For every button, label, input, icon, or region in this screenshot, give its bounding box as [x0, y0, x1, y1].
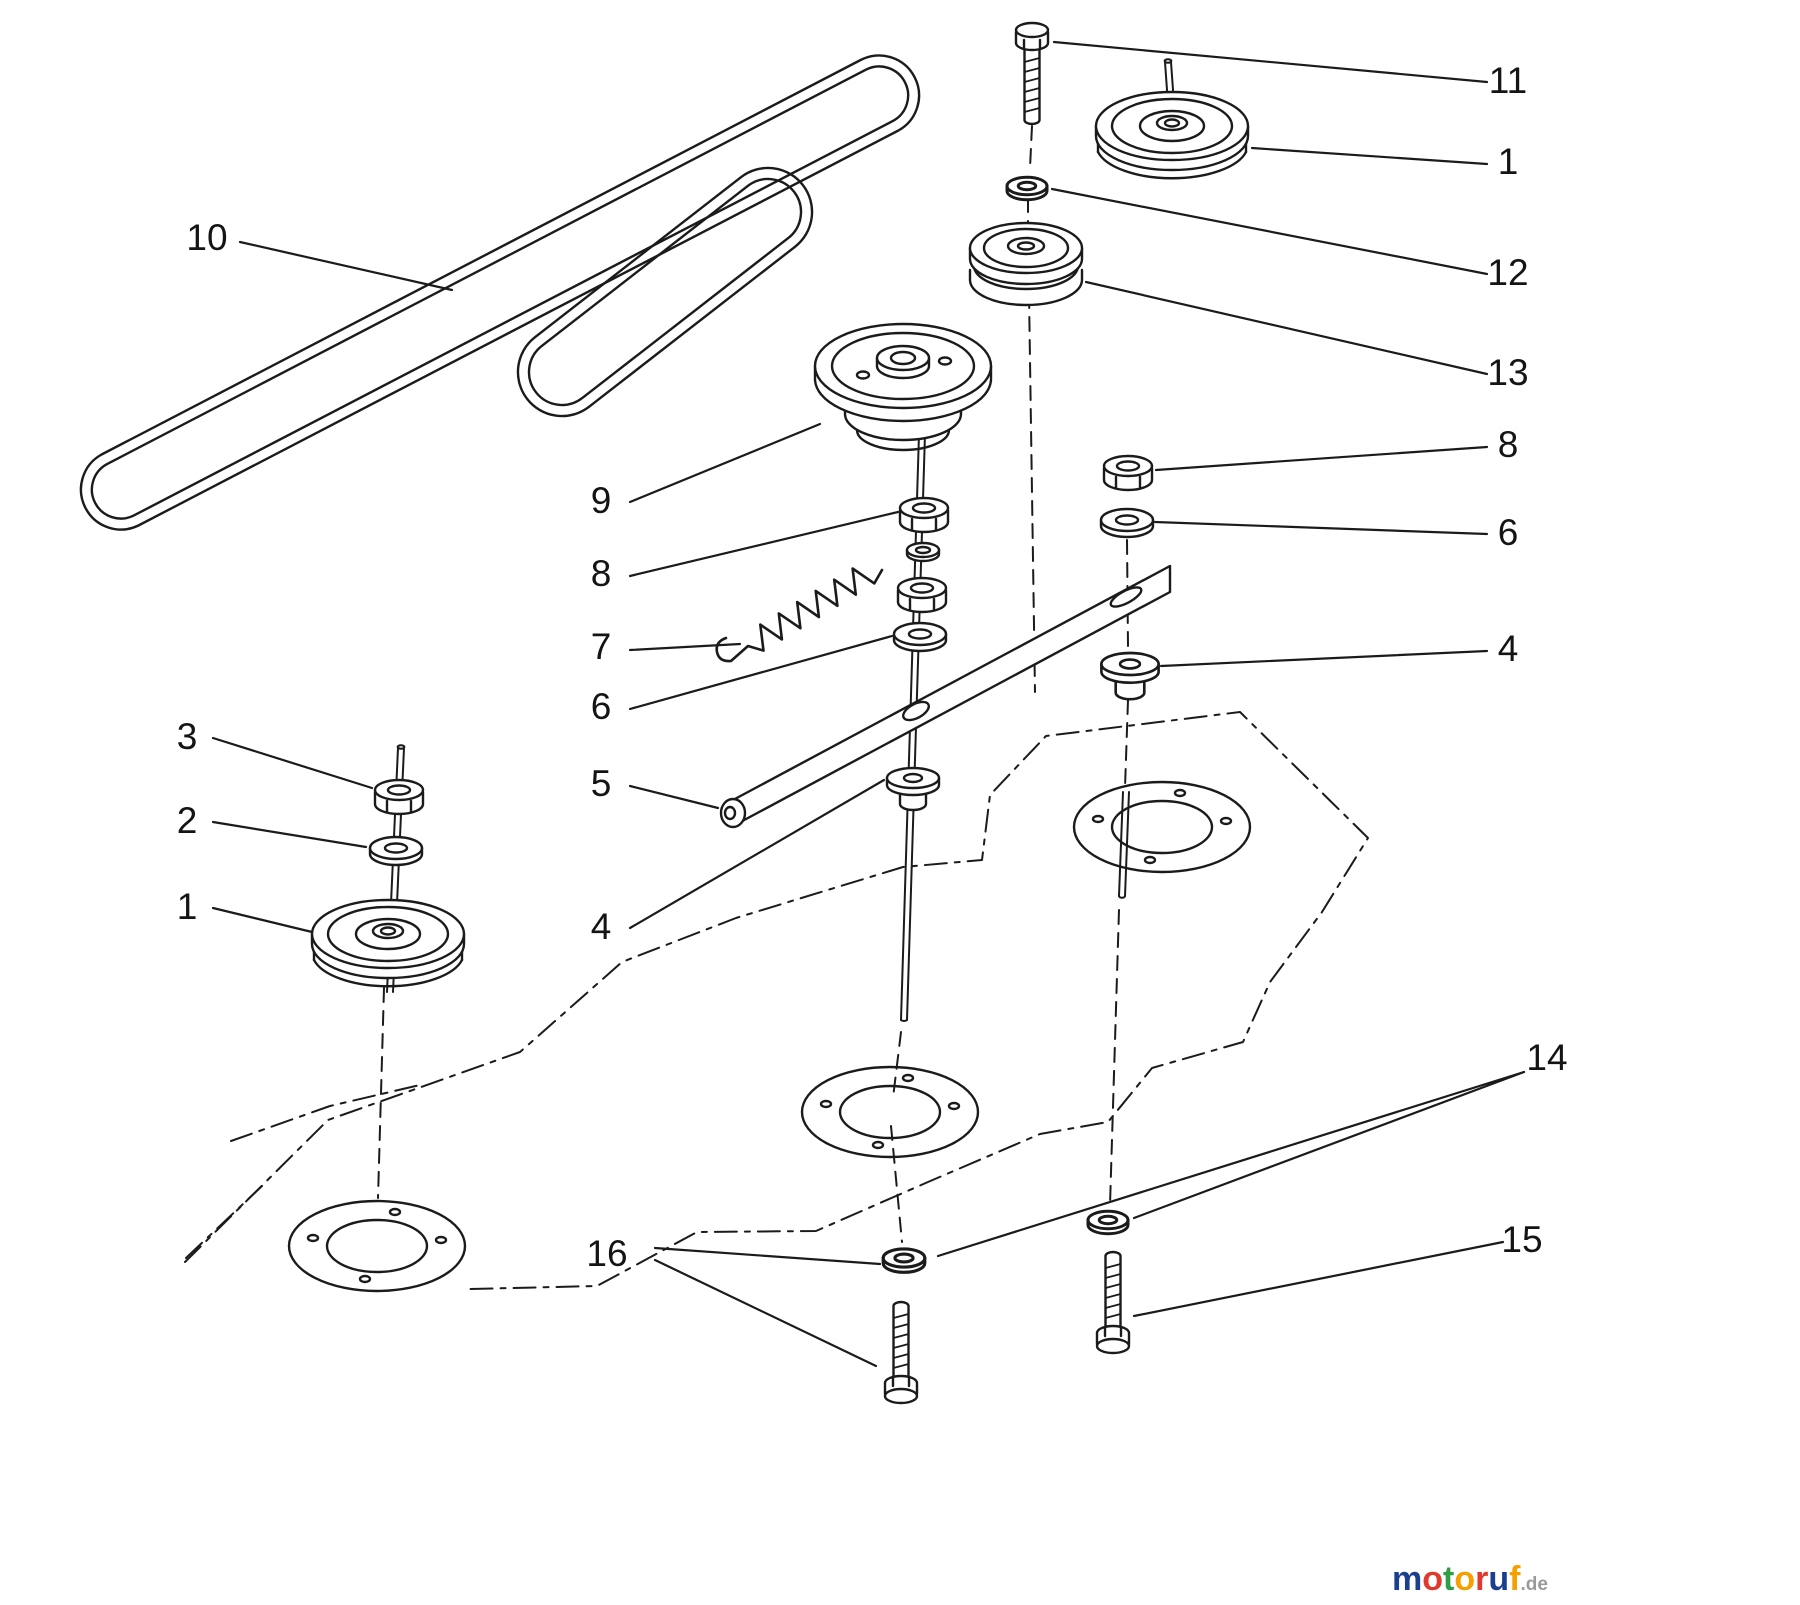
watermark-letter: m [1392, 1560, 1422, 1598]
double-idler-pulley-13 [968, 221, 1084, 307]
watermark-letter: r [1475, 1560, 1488, 1598]
callout-11-label: 11 [1489, 60, 1527, 101]
idler-spring [715, 567, 884, 663]
callout-4-right-label: 4 [1498, 628, 1519, 669]
hex-nut-center-lower [896, 576, 948, 614]
watermark-letter: f [1509, 1560, 1521, 1598]
callout-2-label: 2 [177, 800, 198, 841]
washer-2 [368, 835, 424, 867]
callout-10-label: 10 [186, 217, 227, 258]
drive-belt [79, 54, 921, 531]
callout-16-label: 16 [586, 1233, 627, 1274]
washer-14 [1086, 1209, 1130, 1236]
mower-deck-outline [184, 711, 1369, 1290]
callout-7-label: 7 [591, 626, 612, 667]
watermark-letter: o [1454, 1560, 1475, 1598]
engine-pulley-9 [813, 322, 993, 452]
flat-washer-6-center [892, 621, 948, 653]
watermark-suffix: .de [1520, 1574, 1547, 1595]
callout-leaders [211, 40, 1526, 1368]
idler-pulley-1-top [1094, 90, 1250, 180]
spacer-4-right [1100, 651, 1160, 701]
watermark-letter: u [1488, 1560, 1509, 1598]
hex-bolt-16 [883, 1300, 919, 1405]
callout-8-right-label: 8 [1498, 424, 1519, 465]
callout-6-right-label: 6 [1498, 512, 1519, 553]
hex-nut-3 [373, 778, 425, 816]
assembly-axes [377, 125, 1129, 1243]
callout-6-left-label: 6 [591, 686, 612, 727]
callout-9-label: 9 [591, 480, 612, 521]
spindle-flange-left [287, 1199, 467, 1293]
spacer-4-center [885, 766, 941, 812]
hex-bolt-11 [1014, 21, 1050, 126]
washer-bottom-center [881, 1247, 927, 1274]
callout-5-label: 5 [591, 763, 612, 804]
watermark-letter: t [1443, 1560, 1454, 1598]
lock-washer-center [905, 541, 941, 563]
spindle-flange-right [1072, 780, 1252, 874]
hex-nut-8-right [1102, 454, 1154, 492]
flat-washer-6-right [1099, 507, 1155, 539]
idler-arm [719, 564, 1172, 829]
callout-12-label: 12 [1487, 252, 1528, 293]
hex-nut-8-center [898, 496, 950, 534]
spindle-flange-center [800, 1065, 980, 1159]
callout-14-label: 14 [1526, 1037, 1567, 1078]
washer-12 [1005, 175, 1049, 202]
callout-1-top-label: 1 [1498, 141, 1519, 182]
hex-bolt-15 [1095, 1250, 1131, 1355]
watermark-letter: o [1422, 1560, 1443, 1598]
idler-pulley-1-left [310, 898, 466, 988]
callout-8-left-label: 8 [591, 553, 612, 594]
callout-13-label: 13 [1487, 352, 1528, 393]
watermark-logo: motoruf.de [1392, 1560, 1548, 1598]
callout-4-left-label: 4 [591, 906, 612, 947]
callout-1-left-label: 1 [177, 886, 198, 927]
callout-15-label: 15 [1501, 1219, 1542, 1260]
callout-3-label: 3 [177, 716, 198, 757]
